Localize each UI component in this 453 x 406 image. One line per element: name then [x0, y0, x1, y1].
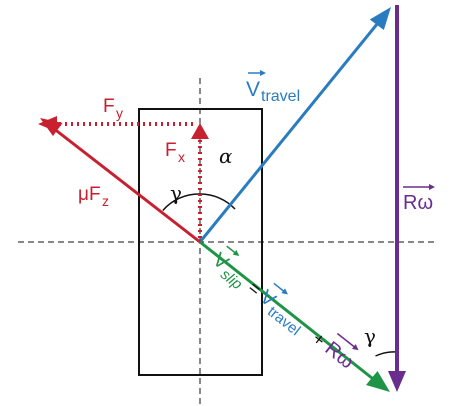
- r-omega-2-bar-arrow-icon: [352, 344, 359, 351]
- v-slip-bar-arrow-icon: [232, 249, 240, 257]
- gamma-arc-bottom: [375, 351, 398, 357]
- v-slip-arrowhead-icon: [366, 371, 390, 392]
- v-travel-vector: [198, 17, 384, 243]
- mu-fz-vector: [52, 126, 201, 244]
- v-travel-arrowhead-icon: [369, 7, 391, 30]
- v-travel-bar-arrow-icon: [260, 70, 266, 76]
- mu-fz-label: μF z: [78, 184, 109, 209]
- alpha-label: α: [219, 144, 233, 168]
- fx-label: F x: [165, 140, 185, 165]
- v-travel-label: V travel: [246, 70, 300, 105]
- fx-subscript: x: [178, 149, 185, 165]
- alpha-arc: [199, 193, 236, 210]
- fx-base: F: [165, 140, 177, 161]
- gamma-label-top: γ: [170, 181, 182, 205]
- r-omega-label: Rω: [403, 184, 435, 214]
- fx-arrowhead-icon: [191, 123, 209, 139]
- r-omega-2-bar-icon: [336, 332, 356, 349]
- gamma-arc-top: [162, 193, 201, 211]
- fy-subscript: y: [116, 105, 123, 121]
- v-travel-2-bar-arrow-icon: [281, 288, 288, 295]
- mu-fz-subscript: z: [102, 193, 109, 209]
- fy-label: F y: [103, 96, 123, 121]
- v-travel-base: V: [246, 78, 260, 101]
- mu-fz-base: μF: [78, 184, 101, 205]
- slip-equation: V slip = V travel + Rω: [208, 245, 359, 373]
- r-omega-bar-arrow-icon: [429, 184, 435, 190]
- tire-outline: [138, 108, 263, 376]
- v-travel-subscript: travel: [261, 88, 300, 105]
- v-slip-vector: [199, 240, 378, 384]
- fy-base: F: [103, 96, 115, 117]
- fy-arrowhead-icon: [38, 116, 57, 132]
- gamma-label-bottom: γ: [364, 324, 376, 348]
- r-omega-arrowhead-icon: [388, 371, 406, 392]
- v-slip-bar-icon: [226, 245, 237, 255]
- v-travel-2-bar-icon: [273, 282, 286, 293]
- r-omega-text: Rω: [403, 192, 433, 214]
